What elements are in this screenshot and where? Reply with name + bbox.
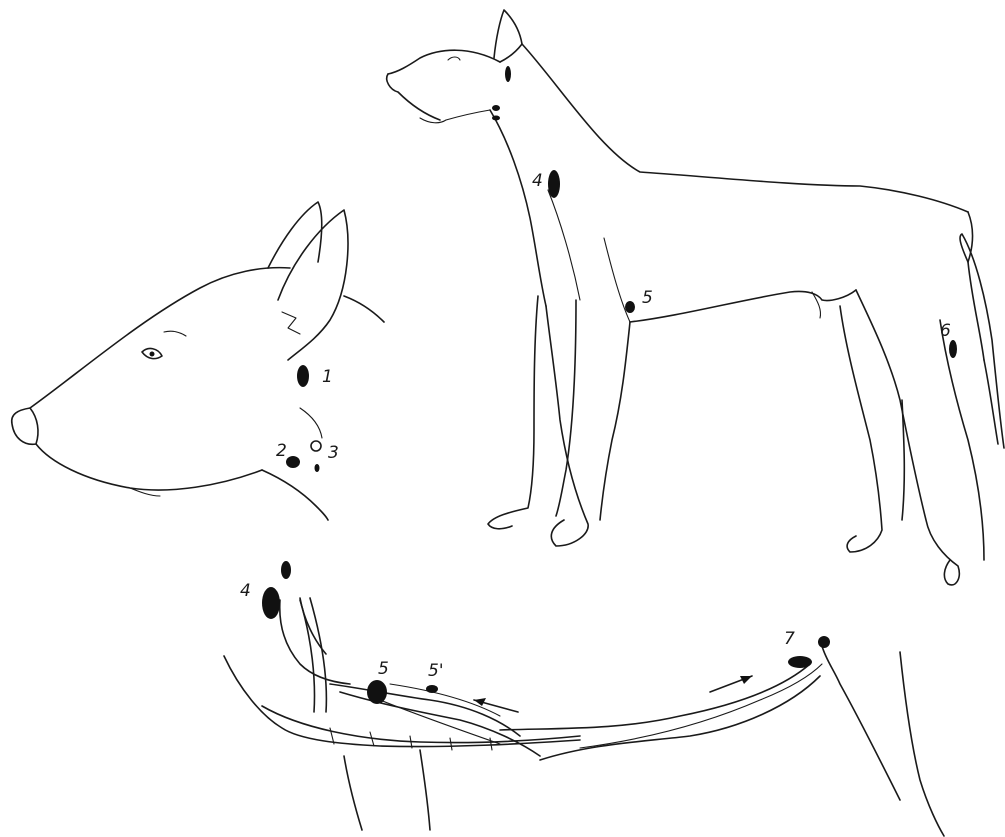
- head-neck-line: [300, 408, 322, 438]
- vessel-abdomen-upper: [500, 664, 810, 730]
- node-dog-mandibular-b: [492, 116, 500, 121]
- head-ear-back: [268, 202, 322, 268]
- leg-outline-b: [420, 750, 430, 830]
- dog-shoulder-line: [548, 190, 580, 300]
- node-5prime-lower: [426, 685, 438, 693]
- head-jaw: [36, 444, 262, 490]
- vessel-bundle-3: [380, 700, 500, 744]
- label-n7: 7: [784, 629, 795, 649]
- leg-outline-a: [344, 756, 362, 830]
- label-n4-body: 4: [532, 171, 543, 191]
- node-3-ring: [311, 441, 321, 451]
- label-n1: 1: [322, 367, 333, 387]
- head-throat: [262, 470, 328, 520]
- node-2-mandibular: [286, 456, 300, 468]
- head-outline: [30, 268, 290, 408]
- dog-panel: 4 5 6: [387, 10, 1004, 585]
- hind-outline-a: [822, 646, 900, 800]
- dog-ear: [494, 10, 522, 62]
- label-n4-lower: 4: [240, 581, 251, 601]
- vessel-abdomen-mid: [580, 664, 822, 748]
- node-7-a: [818, 636, 830, 648]
- dog-front-leg-far: [488, 296, 538, 529]
- head-panel: 1 2 3: [12, 202, 384, 520]
- node-4-lower-top: [281, 561, 291, 579]
- node-dog-mandibular-a: [492, 105, 500, 111]
- label-n6: 6: [940, 321, 951, 341]
- head-neck-top: [344, 296, 384, 322]
- dog-throat: [490, 110, 546, 306]
- label-n3: 3: [328, 443, 339, 463]
- head-nose: [12, 408, 38, 444]
- dog-belly: [630, 290, 856, 322]
- dog-muzzle: [387, 74, 440, 120]
- head-eye-pupil: [150, 352, 155, 357]
- node-5-lower: [367, 680, 387, 704]
- body-ventral-outline: [224, 656, 580, 747]
- vessel-neck-left: [280, 600, 350, 684]
- head-brow: [164, 331, 186, 336]
- label-n5-body: 5: [642, 288, 653, 308]
- vessel-trachea-left: [300, 600, 314, 712]
- rib-4: [450, 738, 452, 750]
- node-5-axillary: [625, 301, 635, 313]
- dog-front-leg-near: [546, 306, 588, 546]
- dog-head-top: [388, 50, 500, 74]
- node-4-lower-main: [262, 587, 280, 619]
- dog-eye: [448, 57, 460, 60]
- node-3-small: [315, 464, 320, 472]
- node-4-superficial-cervical: [548, 170, 560, 198]
- head-ear-inner: [282, 312, 300, 334]
- dog-hind-leg-near-front: [940, 320, 984, 560]
- vessel-bundle-1: [330, 684, 520, 736]
- dog-neck-top: [522, 44, 968, 212]
- dog-tail: [960, 234, 1004, 448]
- hind-outline-b: [900, 652, 944, 836]
- node-7-b: [788, 656, 812, 668]
- label-n5-lower: 5: [378, 659, 389, 679]
- dog-front-leg-near-back: [600, 322, 630, 520]
- node-6-popliteal: [949, 340, 957, 358]
- label-n5prime: 5': [428, 661, 444, 681]
- node-1-parotid: [297, 365, 309, 387]
- dog-hind-leg-far: [840, 306, 882, 552]
- vessel-panel: 4 5 5' 7: [224, 561, 944, 836]
- node-dog-retropharyngeal: [505, 66, 511, 82]
- label-n2: 2: [276, 441, 287, 461]
